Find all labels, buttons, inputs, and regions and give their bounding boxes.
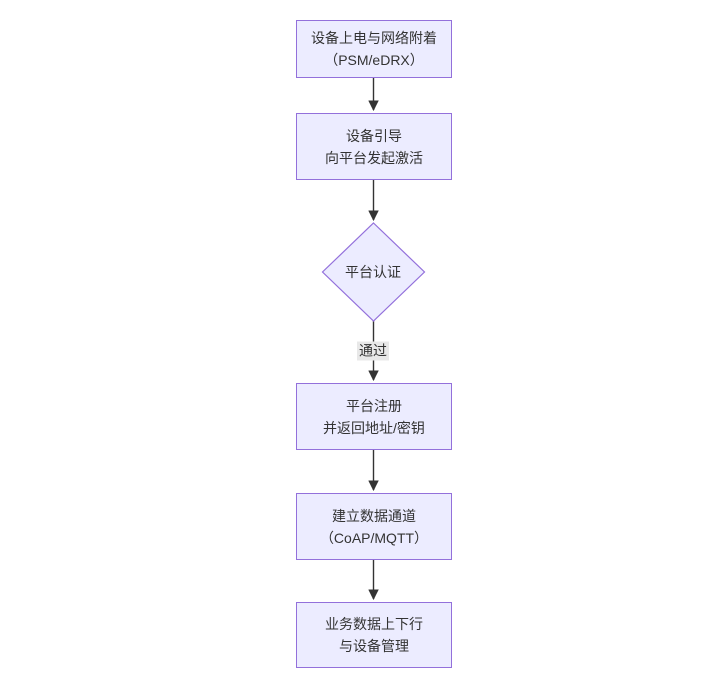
node-text-line: 建立数据通道 bbox=[332, 507, 416, 524]
node-text-line: 并返回地址/密钥 bbox=[323, 419, 425, 436]
node-text-line: 业务数据上下行 bbox=[325, 616, 423, 632]
edge-label-pass: 通过 bbox=[357, 341, 389, 361]
node-text-line: 设备引导 bbox=[346, 127, 402, 144]
node-text-line: （PSM/eDRX） bbox=[324, 52, 424, 68]
node-text-line: 与设备管理 bbox=[339, 638, 409, 654]
node-text-line: （CoAP/MQTT） bbox=[319, 529, 429, 546]
node-platform-register: 平台注册 并返回地址/密钥 bbox=[296, 383, 452, 450]
node-text-line: 设备上电与网络附着 bbox=[311, 30, 437, 46]
node-text-line: 向平台发起激活 bbox=[325, 149, 423, 166]
node-text-line: 平台注册 bbox=[346, 397, 402, 414]
node-data-channel: 建立数据通道 （CoAP/MQTT） bbox=[296, 493, 452, 560]
node-business-data: 业务数据上下行 与设备管理 bbox=[296, 602, 452, 668]
node-power-on-network-attach: 设备上电与网络附着 （PSM/eDRX） bbox=[296, 20, 452, 78]
decision-node-platform-auth-shape bbox=[321, 222, 426, 322]
node-device-bootstrap: 设备引导 向平台发起激活 bbox=[296, 113, 452, 180]
decision-node-platform-auth-label: 平台认证 bbox=[345, 264, 401, 280]
